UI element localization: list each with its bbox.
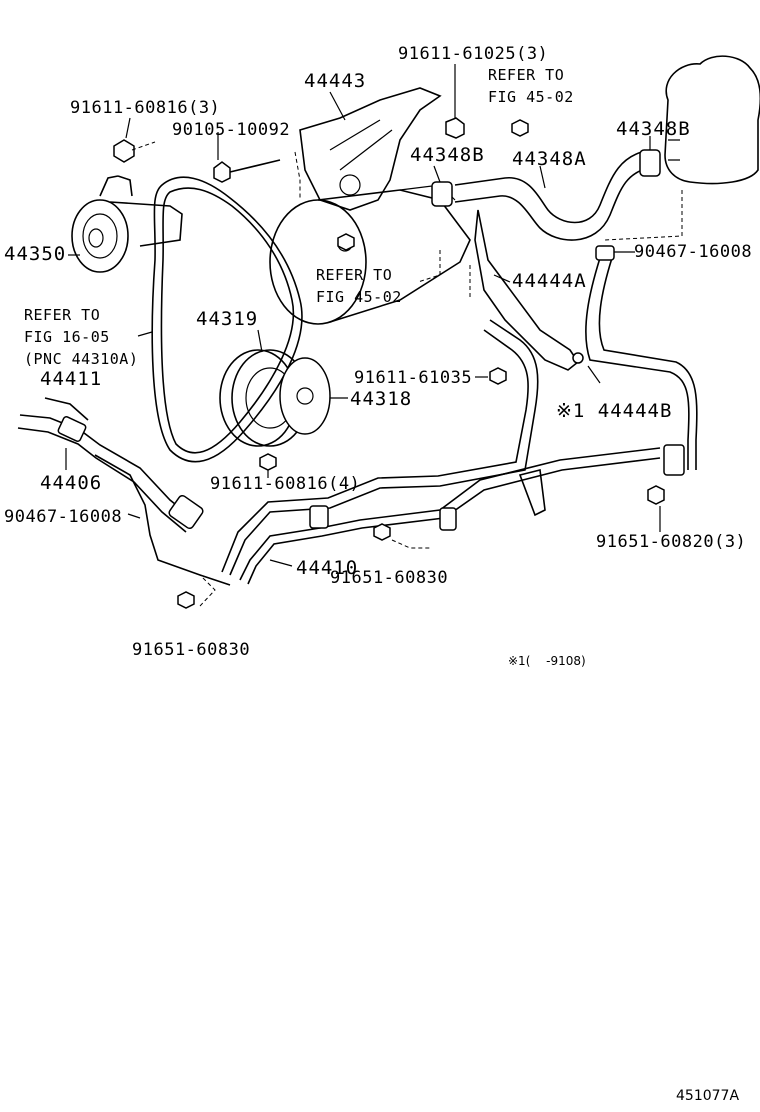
label-44406: 44406: [40, 472, 103, 494]
refer-to-fig-45-02-top: REFER TO FIG 45-02: [488, 66, 574, 106]
label-91611-61035: 91611-61035: [354, 368, 473, 388]
refer-to-fig-16-05: REFER TO FIG 16-05 (PNC 44310A): [24, 306, 139, 368]
return-tube-right: [585, 245, 698, 476]
label-44348b-right: 44348B: [616, 118, 691, 140]
label-44350: 44350: [4, 243, 67, 265]
label-44318: 44318: [350, 388, 413, 410]
reservoir-tank: [664, 55, 760, 185]
figure-number: 451077A: [676, 1088, 740, 1104]
leader-lines: [65, 64, 683, 607]
footnote: ※1( -9108): [508, 654, 586, 668]
pressure-tube: [221, 319, 661, 585]
label-90105-10092: 90105-10092: [172, 120, 291, 140]
label-44348a: 44348A: [512, 148, 587, 170]
return-hoses-left: [17, 397, 231, 586]
label-44348b-left: 44348B: [410, 144, 485, 166]
tube-bracket-44444a: [474, 209, 580, 371]
label-91651-60820: 91651-60820(3): [596, 532, 747, 552]
label-44319: 44319: [196, 308, 259, 330]
bolts: [113, 117, 665, 609]
label-44444a: 44444A: [512, 270, 587, 292]
refer-to-fig-45-02-mid: REFER TO FIG 45-02: [316, 266, 402, 306]
idler-pulley: [71, 175, 183, 273]
label-90467-16008-left: 90467-16008: [4, 507, 123, 527]
label-91611-60816-4: 91611-60816(4): [210, 474, 361, 494]
label-44444b: ※1 44444B: [556, 400, 673, 422]
label-90467-16008-right: 90467-16008: [634, 242, 753, 262]
crankshaft-pulley: [219, 349, 331, 447]
label-91651-60830-mid: 91651-60830: [330, 568, 449, 588]
label-91651-60830-bottom: 91651-60830: [132, 640, 251, 660]
label-44411: 44411: [40, 368, 103, 390]
label-91611-61025: 91611-61025(3): [398, 44, 549, 64]
label-44443: 44443: [304, 70, 367, 92]
label-44410: 44410: [296, 557, 359, 579]
label-91611-60816-3: 91611-60816(3): [70, 98, 221, 118]
drive-belt: [151, 176, 303, 463]
suction-hoses: [431, 149, 661, 241]
